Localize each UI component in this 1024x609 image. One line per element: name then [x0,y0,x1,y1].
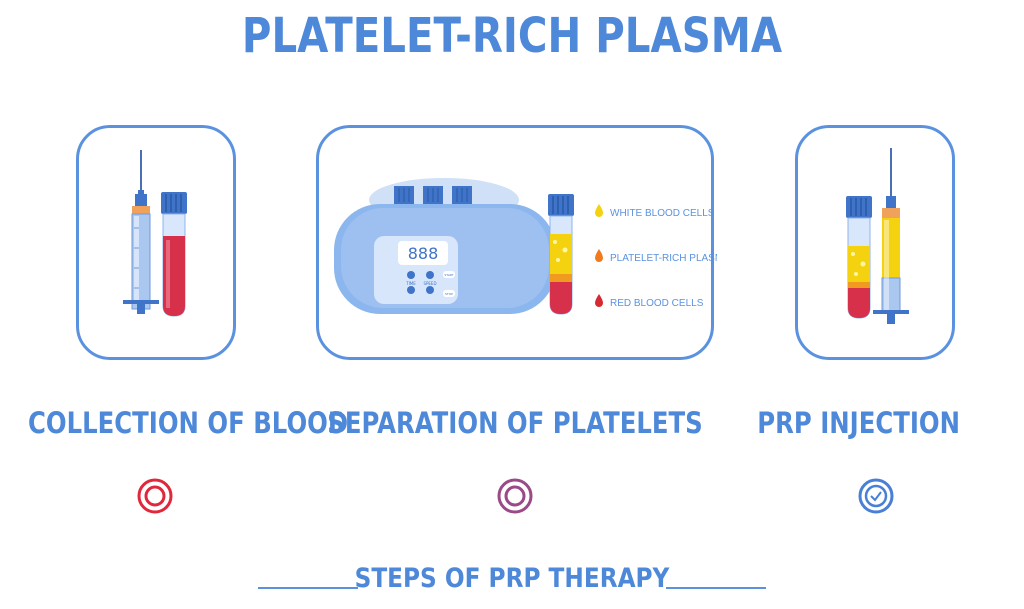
footer-line-right [666,587,766,589]
start-label: START [444,273,453,277]
syringe-icon [123,150,159,314]
centrifuge-tube-slots [394,186,472,204]
separated-blood-tube-icon [548,194,574,315]
footer-line-left [258,587,358,589]
footer-caption: STEPS OF PRP THERAPY [0,563,1024,594]
time-label: TIME [405,281,416,286]
collection-card [76,125,236,360]
checkmark-icon [870,491,882,502]
timeline-node-3 [858,478,894,514]
injection-card [795,125,955,360]
up-arrow-button [407,271,415,279]
step-label-injection: PRP INJECTION [757,406,960,440]
syringe-and-tube-illustration [123,150,187,317]
centrifuge-display [398,241,448,265]
centrifuge-illustration: 888 TIME SPEED START STOP WHITE BLOOD C [334,178,717,315]
legend-label-white-blood-cells: WHITE BLOOD CELLS [610,208,715,219]
footer-text: STEPS OF PRP THERAPY [354,563,670,594]
prp-tube-icon [846,196,872,319]
platelet-rich-plasma-drop-icon [595,249,603,262]
page-title: PLATELET-RICH PLASMA [241,8,783,64]
step-label-separation: SEPARATION OF PLATELETS [327,406,703,440]
display-digits: 888 [408,244,439,263]
prp-tube-and-syringe-illustration [846,148,909,324]
start-button [443,271,455,278]
red-blood-cells-drop-icon [595,294,603,307]
legend: WHITE BLOOD CELLS PLATELET-RICH PLASMA R… [595,204,717,309]
separation-card: 888 TIME SPEED START STOP WHITE BLOOD C [316,125,717,360]
white-blood-cells-drop-icon [595,204,603,217]
legend-label-platelet-rich-plasma: PLATELET-RICH PLASMA [610,253,717,264]
timeline-node-2 [497,478,533,514]
down-arrow-button-2 [426,286,434,294]
stop-label: STOP [445,292,453,296]
step-label-collection: COLLECTION OF BLOOD [28,406,349,440]
blood-tube-icon [161,192,187,317]
speed-label: SPEED [423,281,436,286]
down-arrow-button [407,286,415,294]
timeline-node-1 [137,478,173,514]
timeline [137,478,894,514]
stop-button [443,290,455,297]
up-arrow-button-2 [426,271,434,279]
legend-label-red-blood-cells: RED BLOOD CELLS [610,298,704,309]
prp-syringe-icon [873,148,909,324]
